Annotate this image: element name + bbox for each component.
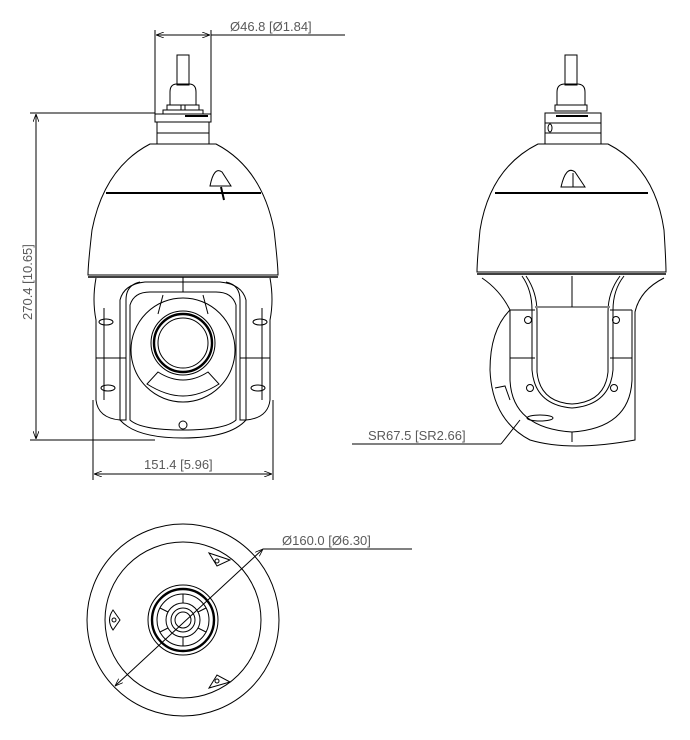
spherical-radius-label: SR67.5 [SR2.66]: [368, 428, 466, 443]
base-diameter-label: Ø160.0 [Ø6.30]: [282, 533, 371, 548]
dimension-cable-diameter: Ø46.8 [Ø1.84]: [154, 19, 345, 114]
width-label: 151.4 [5.96]: [144, 457, 213, 472]
dimension-spherical-radius: SR67.5 [SR2.66]: [352, 419, 521, 445]
front-view: [87, 54, 279, 439]
side-view: [476, 54, 667, 447]
dimension-width: 151.4 [5.96]: [92, 400, 274, 480]
bottom-view: [86, 523, 412, 717]
dimension-height: 270.4 [10.65]: [20, 112, 155, 441]
cable-diameter-label: Ø46.8 [Ø1.84]: [230, 19, 312, 34]
height-label: 270.4 [10.65]: [20, 244, 35, 320]
